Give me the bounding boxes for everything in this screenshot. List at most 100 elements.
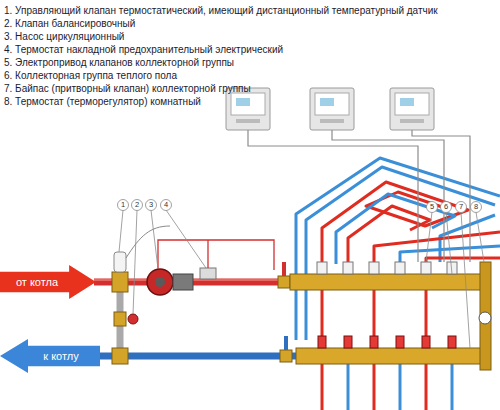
thermostat-wire [332,130,444,262]
floor-loop [336,194,455,264]
callout-number: 5 [426,201,438,213]
valve [284,336,288,350]
leader-line [119,210,484,348]
manifold [343,262,353,274]
callout-number: 3 [145,199,157,211]
callout-circle [471,202,482,213]
legend-item: 6. Коллекторная группа теплого пола [4,69,498,82]
callout-circle [118,200,482,213]
room-thermostat [390,88,434,130]
room-thermostat [310,88,354,130]
thermostat-wire [248,130,470,262]
pump [200,268,216,279]
manifold [344,336,352,348]
pump [158,240,274,270]
manifold [448,336,456,348]
callout-circle [132,200,143,211]
manifold [421,262,431,274]
legend-item: 7. Байпас (притворный клапан) коллекторн… [4,82,498,95]
callout-circle [146,200,157,211]
legend-item: 2. Клапан балансировочный [4,17,498,30]
room-thermostat [231,93,265,115]
valve [282,262,286,276]
valve [112,226,292,364]
manifold [396,336,404,348]
legend-item: 3. Насос циркуляционный [4,30,498,43]
leader-line [166,210,206,268]
leader-line [151,210,158,269]
valve [114,252,126,272]
pump [173,274,193,290]
arrow-shape [0,339,100,373]
floor-loop [374,232,500,264]
callout-number: 1 [117,199,129,211]
valve [114,312,126,326]
callout-number: 4 [160,199,172,211]
room-thermostat [236,119,260,123]
room-thermostat [226,88,434,130]
pump [155,277,165,287]
flow-label: к котлу [43,350,78,362]
legend-item: 1. Управляющий клапан термостатический, … [4,4,498,17]
pipe [94,280,452,410]
room-thermostat [400,98,414,106]
valve [112,272,128,292]
thermostat-wire [412,130,470,262]
pump [147,240,274,295]
legend-item: 8. Термостат (терморегулятор) комнатный [4,95,498,108]
room-thermostat [320,98,334,106]
room-thermostat [236,98,250,106]
room-thermostat [400,119,424,123]
leader-line [133,210,137,314]
pump [207,240,208,268]
manifold [479,312,491,324]
leader-line [119,210,123,252]
flow-arrow: к котлу [0,339,100,373]
callout-number: 7 [455,201,467,213]
legend-item: 4. Термостат накладной предохранительный… [4,43,498,56]
callout-number: 8 [470,201,482,213]
valve [126,226,170,258]
room-thermostat [226,88,270,130]
room-thermostat [395,93,429,115]
callout-circle [118,200,129,211]
callout-circle [427,202,438,213]
room-thermostat [320,119,344,123]
pump [147,269,173,295]
manifold [395,262,405,274]
callout-circle [161,200,172,211]
valve [278,276,290,288]
callout-circle [441,202,452,213]
manifold [318,336,326,348]
floor-loop [322,182,468,264]
flow-label: от котла [16,276,58,288]
valve [112,348,128,364]
legend-item: 5. Электропривод клапанов коллекторной г… [4,56,498,69]
valve [280,350,292,362]
manifold [422,336,430,348]
room-thermostat [315,93,349,115]
manifold [480,262,491,370]
valve [128,314,138,324]
leader-line [446,212,452,274]
manifold [317,262,327,274]
leader-line [461,212,470,348]
callout-number: 6 [440,201,452,213]
callout-number: 2 [131,199,143,211]
pipe [399,364,402,410]
leader-line [476,212,484,262]
manifold [296,348,486,364]
manifold [369,262,379,274]
pipe [451,364,454,410]
flow-arrow: от котла [0,265,96,299]
manifold [290,274,482,290]
manifold [370,336,378,348]
callout-circle [456,202,467,213]
manifold [290,262,491,370]
arrow-shape [0,265,96,299]
leader-line [426,212,432,262]
pipe [347,364,350,410]
